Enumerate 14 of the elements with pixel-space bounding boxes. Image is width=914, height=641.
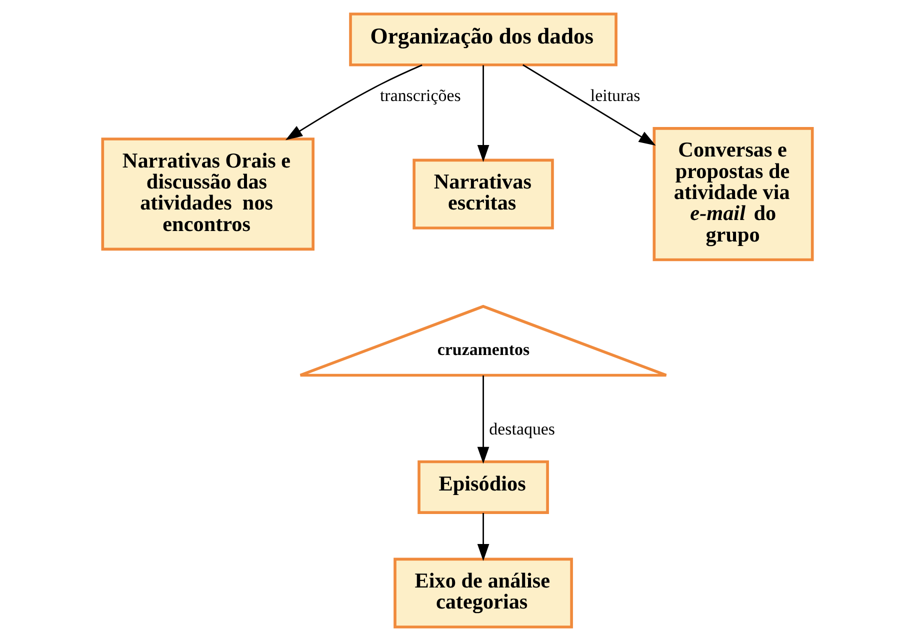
node-box: Narrativas Orais e discussão das atividades nos encontros [100, 138, 314, 251]
arrow [522, 64, 656, 146]
node-box: Episódios [417, 460, 548, 514]
arrow [285, 64, 422, 140]
node-box: Eixo de análise categorias [393, 558, 572, 628]
arrow [476, 65, 489, 162]
node-box: Organização dos dados [348, 12, 617, 66]
node-box: Conversas e propostas de atividade via e-mail do grupo [652, 127, 814, 262]
edge-label: destaques [488, 419, 555, 438]
arrow [476, 376, 489, 464]
arrow [476, 513, 489, 561]
node-box: Narrativas escritas [412, 158, 554, 230]
edge-label: leituras [590, 86, 640, 106]
edge-label: transcrições [379, 86, 460, 106]
